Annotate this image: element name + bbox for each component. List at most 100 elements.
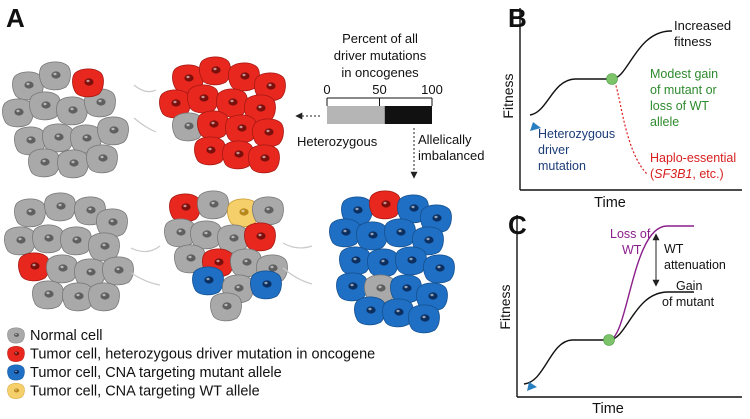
normal-cell	[174, 244, 206, 274]
normal-cell	[172, 112, 204, 142]
normal-cell	[28, 148, 60, 178]
mutant-allele-cna-cell	[408, 304, 440, 334]
mutant-allele-cna-cell	[382, 298, 414, 328]
normal-cell	[4, 226, 36, 256]
haplo-gene-name: SF3B1	[654, 167, 692, 181]
mutant-allele-cna-cell	[367, 248, 399, 278]
cell-cluster	[329, 190, 455, 334]
mutant-allele-cna-cell	[7, 364, 25, 381]
bar-title-line-2: driver mutations	[334, 48, 427, 63]
gain-of-mutant-line-2: of mutant	[662, 295, 715, 309]
heterozygous-driver-line-3: mutation	[538, 159, 586, 173]
attenuation-line-1: WT	[664, 242, 684, 256]
mutant-allele-cna-cell	[384, 218, 416, 248]
heterozygous-driver-line-2: driver	[538, 143, 569, 157]
normal-cell	[46, 254, 78, 284]
modest-gain-line-3: loss of WT	[650, 99, 709, 113]
normal-cell	[230, 248, 262, 278]
haplo-essential-line-2: (SF3B1, etc.)	[650, 167, 724, 181]
mutant-allele-cna-cell	[356, 221, 388, 251]
bar-tick-label: 50	[372, 82, 386, 97]
modest-gain-line-1: Modest gain	[650, 67, 718, 81]
heterozygous-tumor-cell	[199, 56, 231, 86]
normal-cell	[197, 190, 229, 220]
normal-cell	[44, 192, 76, 222]
panel-b-x-label: Time	[594, 195, 626, 211]
heterozygous-tumor-cell	[194, 136, 226, 166]
normal-cell	[56, 96, 88, 126]
normal-cell	[102, 256, 134, 286]
legend-item-normal: Normal cell	[30, 328, 103, 344]
legend-item-wt: Tumor cell, CNA targeting WT allele	[30, 384, 260, 400]
increased-fitness-line-1: Increased	[674, 18, 731, 33]
heterozygous-tumor-cell	[222, 140, 254, 170]
normal-cell	[88, 282, 120, 312]
heterozygous-tumor-cell	[252, 118, 284, 148]
loss-of-wt-curve	[608, 225, 694, 341]
mutant-allele-cna-cell	[192, 266, 224, 296]
heterozygous-tumor-cell	[248, 144, 280, 174]
panel-c-start-marker	[527, 382, 537, 391]
normal-cell	[96, 208, 128, 238]
mutant-allele-cna-cell	[423, 254, 455, 284]
haplo-essential-line-1: Haplo-essential	[650, 151, 736, 165]
haplo-essential-curve	[611, 78, 649, 176]
panel-c-plot: Fitness Time Loss of WT WT attenuation G…	[497, 215, 742, 417]
normal-cell	[74, 258, 106, 288]
heterozygous-tumor-cell	[187, 84, 219, 114]
panel-c-y-label: Fitness	[497, 284, 513, 329]
normal-cell	[39, 61, 71, 91]
panel-c-transition-point	[603, 334, 615, 346]
bar-title-line-1: Percent of all	[342, 31, 418, 46]
mutant-allele-cna-cell	[420, 204, 452, 234]
bar-imbalanced-segment	[384, 106, 432, 124]
heterozygous-tumor-cell	[72, 68, 104, 98]
mutant-allele-cna-cell	[416, 282, 448, 312]
normal-cell	[42, 123, 74, 153]
heterozygous-tumor-cell	[225, 114, 257, 144]
normal-cell	[29, 91, 61, 121]
cell-clusters	[2, 56, 455, 334]
panel-b-start-marker	[530, 122, 541, 131]
heterozygous-tumor-cell	[254, 72, 286, 102]
mutant-allele-cna-cell	[354, 296, 386, 326]
normal-cell	[14, 198, 46, 228]
driver-mutation-bar-graph: Percent of all driver mutations in oncog…	[295, 31, 485, 179]
normal-cell	[252, 196, 284, 226]
bar-title-line-3: in oncogenes	[341, 65, 419, 80]
normal-cell	[86, 144, 118, 174]
transition-point	[606, 73, 618, 85]
loss-of-wt-line-1: Loss of	[610, 227, 651, 241]
attenuation-line-2: attenuation	[664, 258, 726, 272]
heterozygous-tumor-cell	[197, 110, 229, 140]
normal-cell	[164, 218, 196, 248]
heterozygous-tumor-cell	[369, 190, 401, 220]
haplo-etc: , etc.)	[692, 167, 723, 181]
normal-cell	[7, 327, 25, 344]
modest-gain-line-4: allele	[650, 115, 679, 129]
normal-cell	[60, 226, 92, 256]
normal-cell	[62, 282, 94, 312]
heterozygous-tumor-cell	[244, 222, 276, 252]
bar-tick-label: 100	[421, 82, 443, 97]
normal-cell	[57, 149, 89, 179]
mutant-allele-cna-cell	[390, 274, 422, 304]
heterozygous-tumor-cell	[216, 88, 248, 118]
zoom-connectors	[130, 84, 313, 286]
heterozygous-tumor-cell	[244, 94, 276, 124]
heterozygous-tumor-cell	[18, 252, 50, 282]
panel-b-plot: Fitness Time Increased fitness Modest ga…	[500, 8, 742, 211]
wt-allele-cna-cell	[227, 198, 259, 228]
imbalanced-label-line-1: Allelically	[418, 132, 472, 147]
panel-b-y-label: Fitness	[500, 73, 516, 118]
cell-cluster	[2, 61, 129, 179]
mutant-allele-cna-cell	[250, 270, 282, 300]
normal-cell	[217, 224, 249, 254]
legend-item-mut: Tumor cell, CNA targeting mutant allele	[30, 365, 282, 381]
panel-c-x-label: Time	[592, 401, 624, 417]
normal-cell	[32, 280, 64, 310]
bar-tick-label: 0	[323, 82, 330, 97]
mutant-allele-cna-cell	[336, 272, 368, 302]
wt-allele-cna-cell	[7, 383, 25, 399]
panel-a-letter: A	[6, 3, 25, 33]
